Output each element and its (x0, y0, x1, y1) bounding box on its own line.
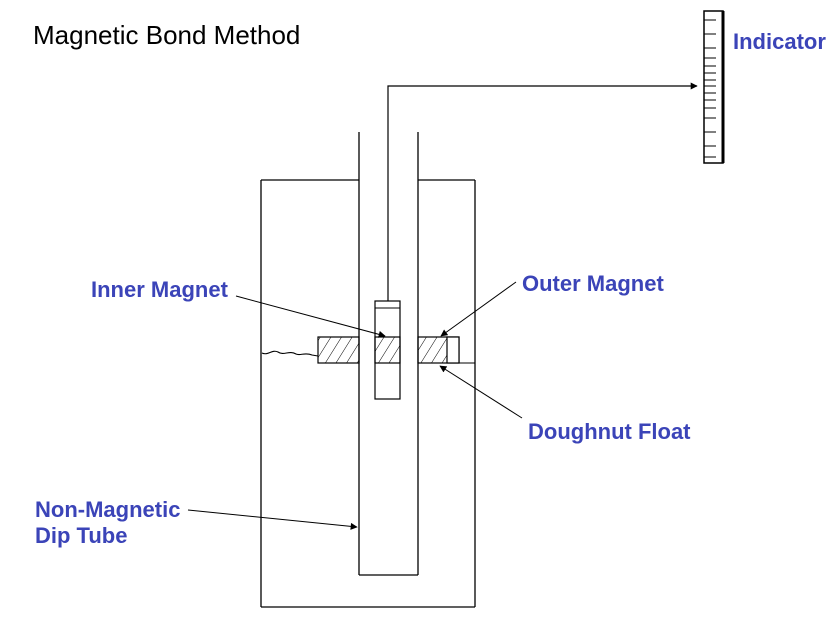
indicator-label: Indicator (733, 29, 826, 54)
dip-tube-label: Non-Magnetic Dip Tube (35, 497, 180, 549)
indicator-scale (703, 10, 725, 164)
dip-tube-label-line2: Dip Tube (35, 523, 128, 548)
leader-inner-magnet (235, 295, 386, 338)
dip-tube-label-line1: Non-Magnetic (35, 497, 181, 522)
leader-doughnut-float (439, 365, 523, 419)
follower-rod (387, 82, 698, 301)
tank (260, 179, 476, 608)
inner-magnet (374, 300, 401, 400)
doughnut-float-label: Doughnut Float (528, 419, 691, 444)
leader-outer-magnet (440, 281, 517, 337)
liquid-level-line (261, 350, 319, 357)
outer-magnet-label: Outer Magnet (522, 271, 664, 296)
outer-magnet (446, 336, 460, 364)
leader-dip-tube (187, 509, 358, 530)
inner-magnet-label: Inner Magnet (91, 277, 228, 302)
diagram-title: Magnetic Bond Method (33, 20, 301, 50)
